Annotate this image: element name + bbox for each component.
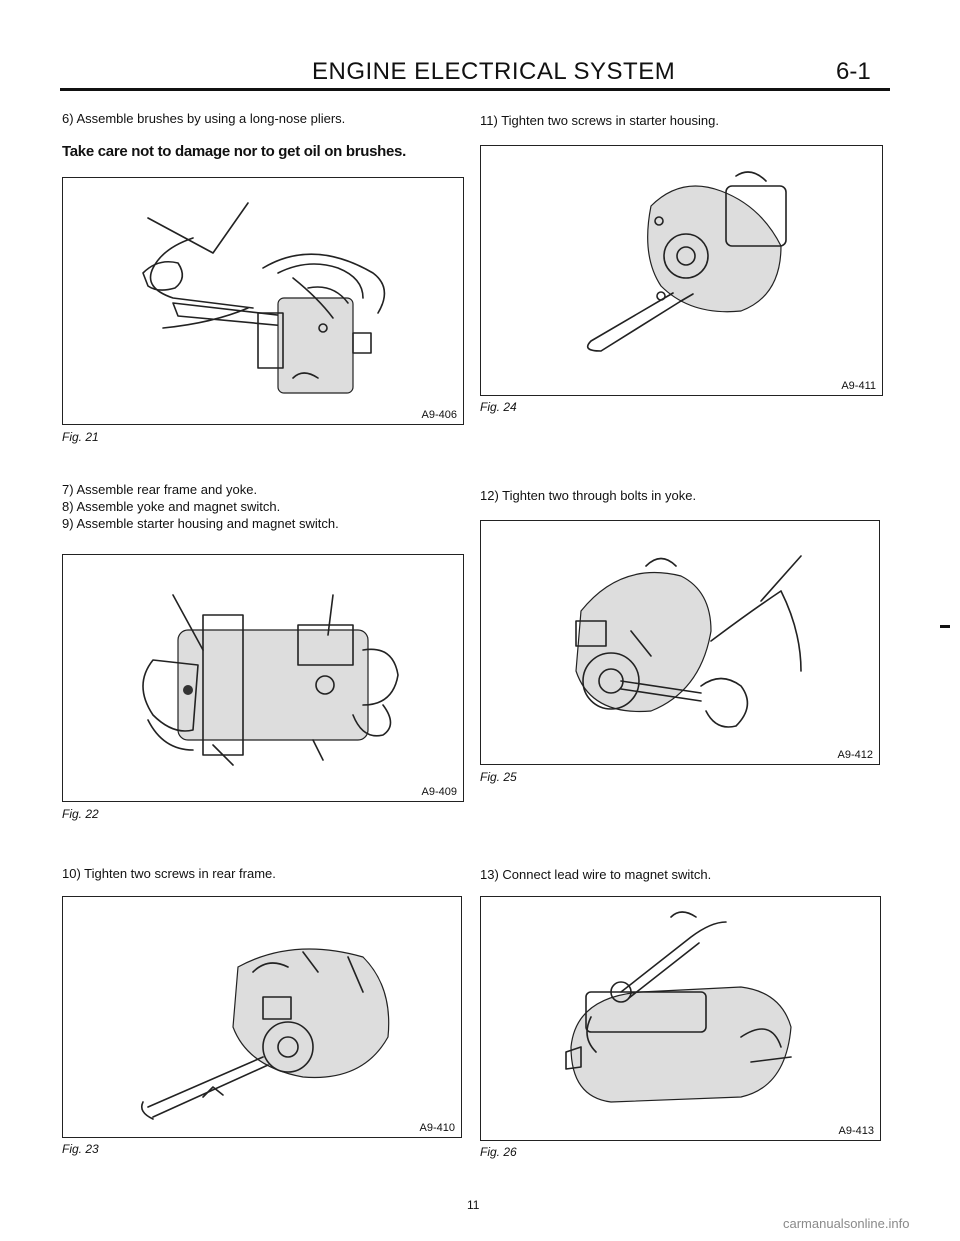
figure-caption: Fig. 22 xyxy=(62,807,99,821)
figure-code: A9-409 xyxy=(421,786,457,798)
figure-25-illustration xyxy=(575,555,802,728)
figure-code: A9-410 xyxy=(419,1122,455,1134)
page-number: 11 xyxy=(467,1198,480,1212)
figure-caption: Fig. 26 xyxy=(480,1145,517,1159)
figure-23: A9-410 xyxy=(62,896,462,1138)
section-title: ENGINE ELECTRICAL SYSTEM xyxy=(312,58,676,85)
step-12: 12) Tighten two through bolts in yoke. xyxy=(480,488,697,503)
step-6: 6) Assemble brushes by using a long-nose… xyxy=(62,111,346,126)
figure-22: A9-409 xyxy=(62,554,464,802)
figure-caption: Fig. 24 xyxy=(480,400,517,414)
figure-23-illustration xyxy=(140,948,390,1120)
step-9: 9) Assemble starter housing and magnet s… xyxy=(62,516,339,531)
watermark: carmanualsonline.info xyxy=(783,1216,910,1231)
figure-22-illustration xyxy=(142,594,399,766)
figure-26: A9-413 xyxy=(480,896,881,1141)
step-13: 13) Connect lead wire to magnet switch. xyxy=(480,867,712,882)
figure-24-illustration xyxy=(586,171,787,352)
figure-24: A9-411 xyxy=(480,145,883,396)
warning-note: Take care not to damage nor to get oil o… xyxy=(62,143,406,160)
step-10: 10) Tighten two screws in rear frame. xyxy=(62,866,276,881)
margin-mark xyxy=(940,625,950,628)
header-rule xyxy=(60,88,890,91)
step-7: 7) Assemble rear frame and yoke. xyxy=(62,482,258,497)
figure-code: A9-406 xyxy=(421,409,457,421)
figure-21-illustration xyxy=(142,202,386,394)
figure-code: A9-413 xyxy=(838,1125,874,1137)
figure-25: A9-412 xyxy=(480,520,880,765)
step-11: 11) Tighten two screws in starter housin… xyxy=(480,113,719,128)
figure-21: A9-406 xyxy=(62,177,464,425)
figure-code: A9-411 xyxy=(841,380,876,392)
figure-caption: Fig. 21 xyxy=(62,430,99,444)
figure-caption: Fig. 25 xyxy=(480,770,517,784)
page-reference: 6-1 xyxy=(836,58,871,85)
figure-caption: Fig. 23 xyxy=(62,1142,99,1156)
step-8: 8) Assemble yoke and magnet switch. xyxy=(62,499,281,514)
figure-26-illustration xyxy=(565,911,792,1103)
figure-code: A9-412 xyxy=(837,749,873,761)
